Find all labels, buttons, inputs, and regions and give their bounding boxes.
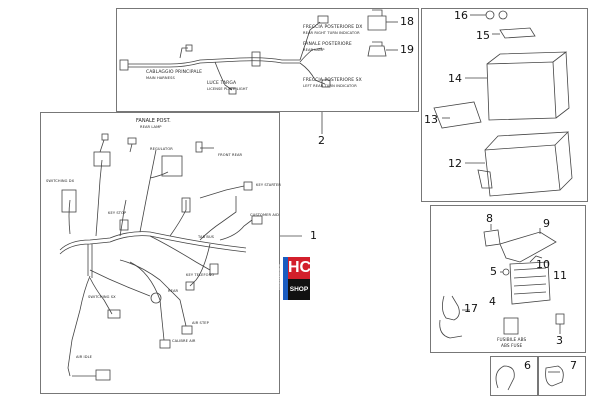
rear-light-wire	[299, 47, 323, 63]
clip-8-icon	[483, 229, 501, 247]
block-connector-icon	[161, 155, 183, 177]
battery-14-icon	[486, 61, 557, 121]
harness-label-7: KEY TELEFONO	[186, 273, 215, 277]
part-number-4: 4	[489, 295, 496, 308]
plate-light-wire	[214, 61, 233, 91]
part-number-16: 16	[454, 9, 468, 22]
part-number-11: 11	[553, 269, 567, 282]
label-rear-right: FRECCIA POSTERIORE DX	[303, 25, 363, 30]
harness-label-10: AIR STEP	[192, 321, 209, 325]
hc-shop-logo: Concessionario HC SHOP	[277, 257, 311, 300]
terminal-15-icon	[499, 27, 536, 39]
harness-label-8: SWITCHING SX	[88, 295, 116, 299]
part-number-17: 17	[464, 302, 478, 315]
harness-label-11: CALIBRE AIR	[172, 339, 196, 343]
part-number-15: 15	[476, 29, 490, 42]
main-connector-icon	[119, 59, 129, 71]
harness-label-2: REGULATOR	[150, 147, 173, 151]
harness-label-4: KEY STARTER	[256, 183, 281, 187]
part-number-3: 3	[556, 334, 563, 347]
label-rear-light-en: REAR LAMP	[303, 48, 325, 52]
part-number-8: 8	[486, 212, 493, 225]
fuse-icon	[503, 317, 519, 335]
part-number-13: 13	[424, 113, 438, 126]
main-harness-title-en: REAR LAMP	[140, 125, 162, 129]
part-number-1: 1	[310, 229, 317, 242]
harness-label-9: REAR	[168, 289, 179, 293]
harness-label-5: CUSTOMER AID	[250, 213, 279, 217]
part-number-19: 19	[400, 43, 414, 56]
harness-label-3: FRONT REAR	[218, 153, 243, 157]
label-rear-left-en: LEFT REAR TURN INDICATOR	[303, 84, 357, 88]
label-rear-light: FANALE POSTERIORE	[303, 42, 352, 47]
harness-branch-down	[67, 275, 91, 377]
harness-label-1: KEY STOP	[108, 211, 127, 215]
part-number-6: 6	[524, 359, 531, 372]
right-indicator-wire	[299, 21, 321, 61]
part-number-9: 9	[543, 217, 550, 230]
part-number-5: 5	[490, 265, 497, 278]
abs-module-icon	[509, 261, 551, 305]
hook-17-icon	[442, 295, 460, 321]
fuse-label-line2: ABS FUSE	[501, 343, 523, 348]
bracket-9-icon	[499, 231, 557, 263]
left-indicator-wire	[299, 62, 326, 85]
pad-13-icon	[433, 101, 482, 129]
clamp-panel-7	[538, 356, 586, 396]
switch-connector-icon	[61, 189, 77, 213]
part-number-14: 14	[448, 72, 462, 85]
relay-19-icon	[367, 45, 387, 57]
relay-connector-icon	[93, 151, 111, 167]
fuse-cap-3-icon	[555, 313, 565, 325]
logo-hc: HC	[288, 257, 311, 279]
relay-18-icon	[367, 15, 387, 31]
harness-label-12: AIR IDLE	[76, 355, 93, 359]
part-number-2: 2	[318, 134, 325, 147]
label-rear-left: FRECCIA POSTERIORE SX	[303, 78, 362, 83]
top-harness-wire-main	[128, 57, 300, 65]
top-harness-panel	[116, 8, 419, 112]
logo-side-strip: Concessionario	[277, 257, 288, 300]
right-indicator-connector-icon	[317, 15, 329, 24]
fuse-label-line1: FUSIBILE ABS	[497, 337, 527, 342]
main-harness-trunk	[59, 231, 247, 251]
nut-5-icon	[502, 268, 510, 276]
left-indicator-connector-icon	[321, 79, 331, 88]
inline-connector-icon	[251, 51, 261, 67]
harness-label-0: SWITCHING DX	[46, 179, 75, 183]
connector-bottom-left-icon	[95, 369, 111, 381]
harness-label-6: TAB BUS	[198, 235, 215, 239]
part-number-18: 18	[400, 15, 414, 28]
part-number-10: 10	[536, 258, 550, 271]
label-plate-light-en: LICENSE PLATE LIGHT	[207, 87, 248, 91]
clamp-7-icon	[545, 365, 564, 387]
label-rear-right-en: REAR RIGHT TURN INDICATOR	[303, 31, 360, 35]
tray-12-icon	[484, 144, 561, 197]
cable-tie-6-icon	[495, 365, 515, 391]
main-harness-title: FANALE POST.	[136, 118, 171, 124]
part-number-7: 7	[570, 359, 577, 372]
label-main-harness-en: MAIN HARNESS	[146, 76, 175, 80]
label-main-harness: CABLAGGIO PRINCIPALE	[146, 70, 203, 75]
part-number-12: 12	[448, 157, 462, 170]
battery-panel	[421, 8, 588, 202]
logo-shop: SHOP	[288, 279, 310, 300]
label-plate-light: LUCE TARGA	[207, 81, 237, 86]
